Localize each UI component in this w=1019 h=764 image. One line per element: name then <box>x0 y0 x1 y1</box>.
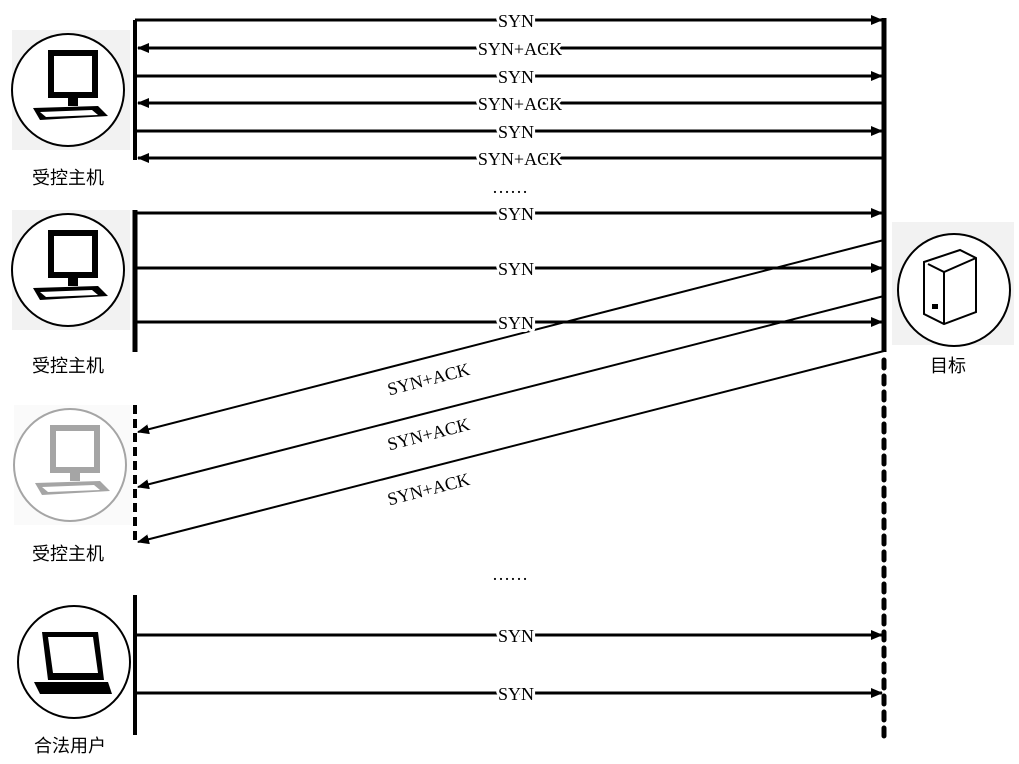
computer-icon <box>11 29 131 151</box>
syn-label: SYN <box>498 259 534 279</box>
syn-label: SYN <box>498 122 534 142</box>
syn-label: SYN <box>498 626 534 646</box>
synack-diagonal-arrow <box>137 350 885 545</box>
host1-label: 受控主机 <box>32 168 104 189</box>
syn-label: SYN <box>498 11 534 31</box>
host3-label: 受控主机 <box>32 544 104 565</box>
syn-label: SYN <box>498 204 534 224</box>
computer-icon-faded <box>13 404 133 526</box>
legit-user-label: 合法用户 <box>34 736 106 757</box>
ellipsis: …… <box>492 564 528 584</box>
synack-diagonal-arrow <box>137 295 885 490</box>
ellipsis: …… <box>492 177 528 197</box>
synack-label: SYN+ACK <box>478 149 562 169</box>
synack-label: SYN+ACK <box>478 94 562 114</box>
laptop-icon <box>17 605 131 719</box>
syn-label: SYN <box>498 67 534 87</box>
target-label: 目标 <box>930 356 966 377</box>
host2-label: 受控主机 <box>32 356 104 377</box>
syn-label: SYN <box>498 313 534 333</box>
synack-diagonal-arrow <box>137 239 885 435</box>
synack-label: SYN+ACK <box>478 39 562 59</box>
computer-icon <box>11 209 131 331</box>
server-icon <box>892 222 1014 347</box>
syn-label: SYN <box>498 684 534 704</box>
